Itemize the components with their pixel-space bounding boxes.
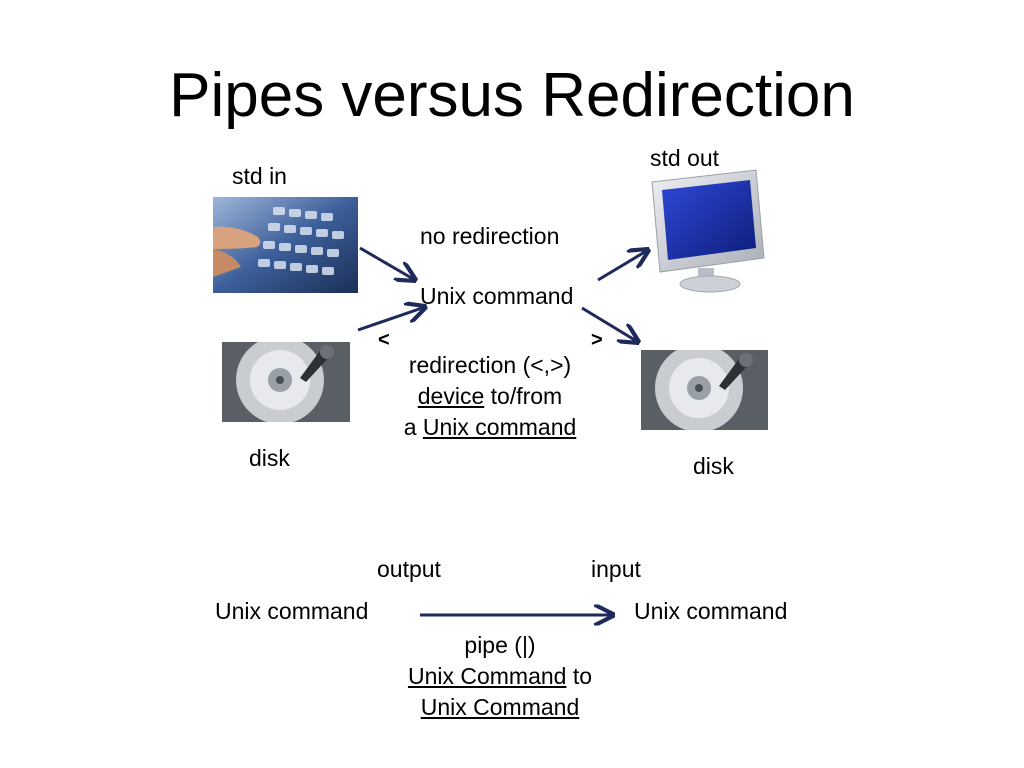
- less-than-symbol: <: [378, 329, 390, 351]
- hard-disk-icon: [641, 350, 768, 430]
- pipe-caption: pipe (|) Unix Command to Unix Command: [380, 630, 620, 723]
- pipe-to-text: to: [566, 663, 593, 689]
- disk-right-label: disk: [693, 453, 734, 479]
- pipe-right-command: Unix command: [634, 598, 788, 624]
- device-link: device: [417, 383, 485, 409]
- input-label: input: [591, 556, 641, 582]
- output-label: output: [377, 556, 441, 582]
- arrow-disk-to-command: [357, 307, 425, 332]
- pipe-left-command: Unix command: [215, 598, 369, 624]
- pipe-caption-line3: Unix Command: [380, 692, 620, 723]
- arrow-command-to-stdout: [597, 250, 648, 282]
- redirection-caption-line1: redirection (<,>): [408, 352, 572, 378]
- unix-command-link: Unix Command: [407, 663, 567, 689]
- hard-disk-icon: [222, 342, 350, 422]
- redirection-caption: redirection (<,>) device to/from a Unix …: [380, 350, 600, 443]
- std-out-label: std out: [650, 145, 720, 171]
- arrow-command-to-disk: [581, 306, 638, 342]
- disk-left-label: disk: [249, 445, 290, 471]
- arrow-stdin-to-command: [359, 246, 415, 280]
- greater-than-symbol: >: [591, 329, 603, 351]
- unix-command-link: Unix command: [422, 414, 577, 440]
- no-redirection-label: no redirection: [420, 223, 560, 249]
- keyboard-image-icon: [213, 197, 358, 293]
- pipe-caption-line2: Unix Command to: [380, 661, 620, 692]
- device-rest: to/from: [484, 383, 563, 409]
- unix-command-link: Unix Command: [420, 694, 580, 720]
- slide-title: Pipes versus Redirection: [169, 61, 855, 130]
- caption-prefix: a: [403, 414, 423, 440]
- monitor-icon: [648, 168, 768, 296]
- pipe-caption-line1: pipe (|): [464, 632, 536, 658]
- redirection-caption-line2: device to/from: [380, 381, 600, 412]
- redirection-caption-line3: a Unix command: [380, 412, 600, 443]
- unix-command-center: Unix command: [420, 283, 574, 309]
- std-in-label: std in: [232, 163, 287, 189]
